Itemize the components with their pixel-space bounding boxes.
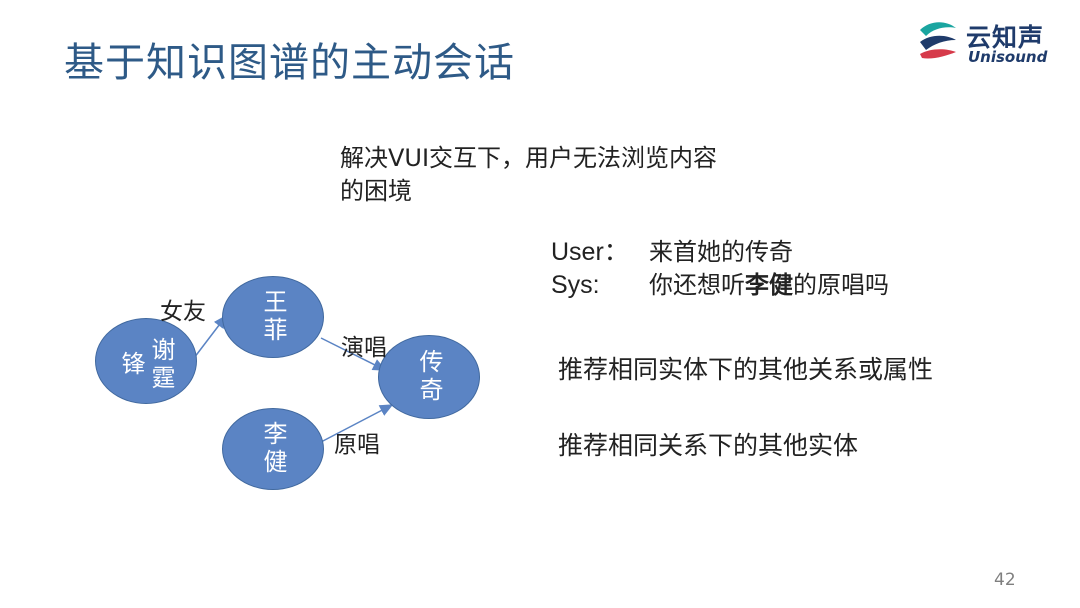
- sys-text-before: 你还想听: [649, 271, 745, 299]
- node-chuanqi-label: 传奇: [415, 349, 443, 405]
- sys-utterance: 你还想听李健的原唱吗: [649, 269, 889, 302]
- problem-statement: 解决VUI交互下，用户无法浏览内容的困境: [340, 144, 718, 205]
- edge-sang-line: [320, 337, 387, 371]
- node-wang-label: 王菲: [259, 289, 287, 345]
- node-li-label: 李健: [259, 421, 287, 477]
- sys-label: Sys:: [551, 271, 600, 299]
- node-wang-fei: 王菲: [222, 276, 324, 358]
- logo-text-cn: 云知声: [966, 23, 1045, 52]
- node-chuanqi: 传奇: [378, 335, 480, 419]
- sys-text-after: 的原唱吗: [793, 271, 889, 299]
- edge-label-sang: 演唱: [341, 335, 387, 361]
- logo-text-en: Unisound: [968, 48, 1048, 66]
- unisound-mark-icon: [920, 22, 956, 59]
- edge-girlfriend-line: [193, 314, 227, 359]
- edge-label-girlfriend: 女友: [160, 299, 206, 325]
- recommendation-1: 推荐相同实体下的其他关系或属性: [558, 355, 934, 384]
- slide-title: 基于知识图谱的主动会话: [64, 40, 515, 86]
- user-label: User：: [551, 238, 629, 266]
- user-utterance: 来首她的传奇: [649, 238, 793, 266]
- node-xie-label: 谢霆锋: [117, 337, 175, 393]
- node-li-jian: 李健: [222, 408, 324, 490]
- edge-original-line: [320, 404, 394, 443]
- sys-text-entity: 李健: [745, 271, 793, 299]
- edge-label-original: 原唱: [334, 432, 380, 458]
- node-xie-tingfeng: 谢霆锋: [95, 318, 197, 404]
- page-number: 42: [994, 570, 1016, 590]
- recommendation-2: 推荐相同关系下的其他实体: [558, 431, 859, 460]
- unisound-logo: 云知声 Unisound: [916, 18, 1064, 70]
